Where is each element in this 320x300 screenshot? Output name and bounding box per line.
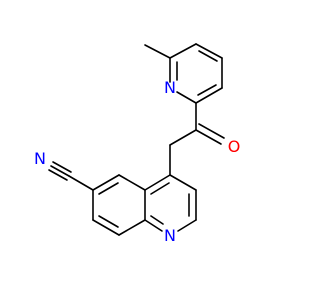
bond-nitrile-triple-b: [52, 161, 72, 173]
bond-quin-c2-n: [177, 219, 197, 232]
atom-label-nitrile-n: N: [34, 149, 46, 168]
bond-quin-n-c8a-inner: [150, 215, 164, 225]
bond-quin-c4-c3: [169, 174, 197, 191]
bond-pyr-c3-c2: [195, 87, 223, 104]
molecule-structure: N O N N: [34, 43, 241, 245]
bond-pyr-c3-c2-inner: [197, 84, 217, 96]
bond-quin-c7-c8: [92, 219, 120, 236]
bond-quin-c5-c6-inner: [98, 182, 119, 195]
bond-pyr-c5-c4: [195, 43, 223, 59]
bond-pyr-c6-c5: [169, 43, 197, 59]
bond-quin-c7-c8-inner: [98, 215, 119, 228]
bond-pyr-c2-n: [176, 91, 197, 104]
bond-quin-c4a-c5: [118, 174, 146, 191]
atom-label-quinoline-n: N: [164, 226, 176, 245]
atom-label-ketone-o: O: [228, 137, 241, 156]
bond-quin-c4a-c4: [144, 174, 171, 191]
bond-methyl: [144, 44, 171, 59]
bond-carbonyl-o-double: [198, 123, 225, 139]
bond-quin-n-c8a: [144, 219, 163, 232]
bond-c6-nitrile-c: [68, 175, 94, 191]
structure-canvas: N O N N: [34, 43, 241, 245]
bond-quin-c4a-c4-inner: [150, 182, 170, 195]
bond-pyr-c5-c4-inner: [198, 50, 218, 62]
bond-nitrile-triple-a: [50, 165, 70, 177]
bond-carbonyl-o: [195, 129, 222, 145]
atom-label-pyridine-n: N: [164, 78, 176, 97]
bond-quin-c5-c6: [92, 174, 120, 191]
bond-carbonyl-ch2: [169, 129, 197, 146]
bond-quin-c8-c8a: [118, 219, 146, 236]
bond-nitrile-triple-c: [48, 169, 68, 181]
